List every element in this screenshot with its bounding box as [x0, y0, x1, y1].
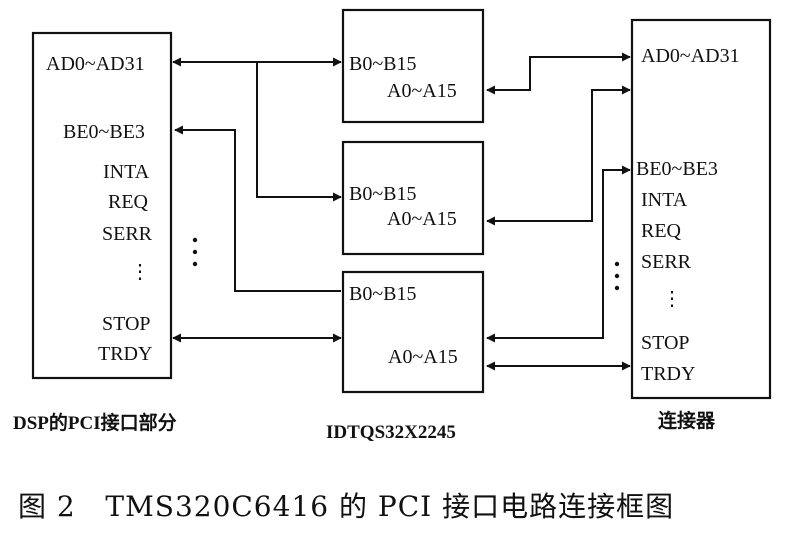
dsp-signal-stop: STOP	[102, 313, 151, 335]
dsp-pci-block	[31, 31, 173, 380]
wire-switch1-a-to-connector-ad	[486, 52, 631, 95]
dsp-signal-ad: AD0~AD31	[46, 53, 145, 75]
connector-block	[630, 18, 772, 400]
wire-be-to-switch3	[174, 125, 341, 292]
wire-switch2-a-to-connector-ad	[486, 85, 631, 226]
switch-2-port-b: B0~B15	[349, 183, 417, 205]
dsp-caption: DSP的PCI接口部分	[13, 411, 177, 434]
connector-side-ellipsis-marker	[614, 261, 620, 291]
switch-3-port-b: B0~B15	[349, 283, 417, 305]
bus-switch-2	[341, 140, 485, 256]
dsp-signal-req: REQ	[108, 191, 149, 213]
figure-title: 图 2 TMS320C6416 的 PCI 接口电路连接框图	[18, 490, 674, 523]
dsp-signal-be: BE0~BE3	[63, 121, 145, 143]
switch-2-port-a: A0~A15	[387, 208, 457, 230]
connector-signal-ad: AD0~AD31	[641, 45, 740, 67]
bus-switch-1	[341, 8, 485, 124]
switch-1-port-a: A0~A15	[387, 80, 457, 102]
dsp-signal-serr: SERR	[102, 223, 153, 245]
dsp-signal-inta: INTA	[103, 161, 150, 183]
dsp-signal-trdy: TRDY	[98, 343, 152, 365]
connector-signal-stop: STOP	[641, 332, 690, 354]
switch-3-port-a: A0~A15	[388, 346, 458, 368]
connector-signal-req: REQ	[641, 220, 682, 242]
connector-signal-serr: SERR	[641, 251, 692, 273]
switch-1-port-b: B0~B15	[349, 53, 417, 75]
wire-switch3-a-to-connector-be	[486, 165, 631, 343]
dsp-signal-ellipsis: ⋮	[130, 261, 150, 283]
connector-signal-inta: INTA	[641, 189, 688, 211]
switch-caption: IDTQS32X2245	[326, 422, 456, 443]
wire-ad-to-switch2	[256, 62, 342, 202]
connector-signal-ellipsis: ⋮	[662, 288, 682, 310]
connector-caption: 连接器	[658, 409, 716, 432]
connector-signal-trdy: TRDY	[641, 363, 695, 385]
connector-signal-be: BE0~BE3	[636, 158, 718, 180]
bus-switch-3	[341, 270, 485, 394]
dsp-side-ellipsis-marker	[192, 237, 198, 267]
